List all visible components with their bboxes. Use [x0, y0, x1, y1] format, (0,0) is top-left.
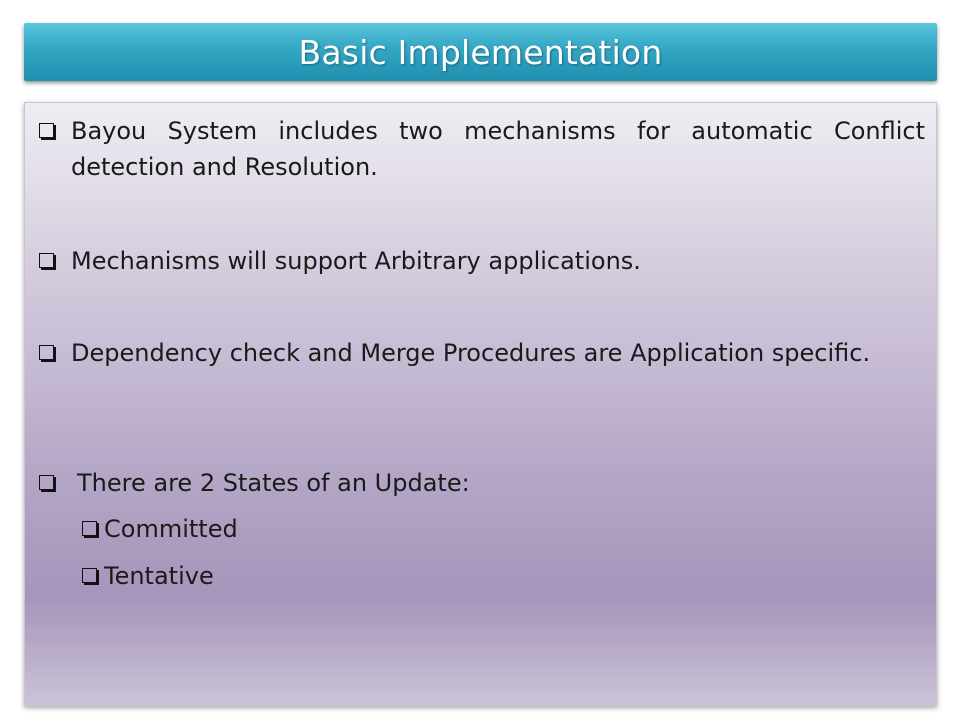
square-bullet-icon — [82, 521, 97, 536]
bullet-item: Bayou System includes two mechanisms for… — [39, 113, 925, 185]
bullet-text: Dependency check and Merge Procedures ar… — [71, 339, 871, 367]
slide-title: Basic Implementation — [298, 32, 663, 72]
bullet-item: Mechanisms will support Arbitrary applic… — [39, 243, 925, 279]
bullet-text: There are 2 States of an Update: — [77, 469, 470, 497]
sub-bullet-item: Committed — [82, 511, 912, 547]
bullet-text: Mechanisms will support Arbitrary applic… — [71, 247, 641, 275]
square-bullet-icon — [39, 123, 54, 138]
bullet-item: Dependency check and Merge Procedures ar… — [39, 335, 925, 371]
content-box: Bayou System includes two mechanisms for… — [24, 102, 937, 706]
sub-bullet-text: Committed — [104, 515, 238, 543]
bullet-item: There are 2 States of an Update: — [39, 465, 925, 501]
bullet-text: Bayou System includes two mechanisms for… — [71, 117, 925, 181]
square-bullet-icon — [82, 568, 97, 583]
square-bullet-icon — [39, 253, 54, 268]
sub-bullet-item: Tentative — [82, 558, 912, 594]
title-bar: Basic Implementation — [24, 23, 937, 81]
square-bullet-icon — [39, 475, 54, 490]
square-bullet-icon — [39, 345, 54, 360]
sub-bullet-text: Tentative — [104, 562, 214, 590]
